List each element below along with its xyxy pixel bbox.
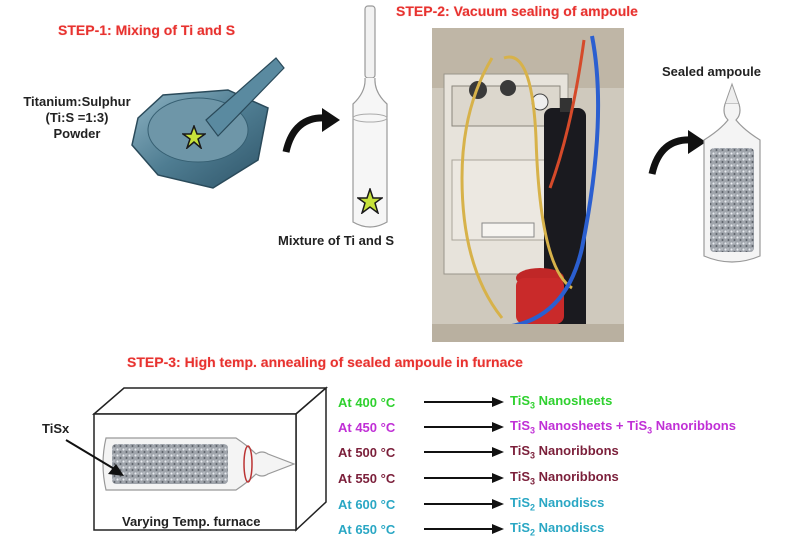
right-arrow-icon — [424, 473, 504, 483]
step2-title: STEP-2: Vacuum sealing of ampoule — [396, 3, 638, 19]
temp-label: At 450 °C — [338, 419, 396, 435]
temp-label: At 500 °C — [338, 444, 396, 460]
right-arrow-icon — [424, 447, 504, 457]
open-ampoule-icon — [352, 5, 388, 228]
temp-label: At 400 °C — [338, 394, 396, 410]
step1-title: STEP-1: Mixing of Ti and S — [58, 22, 236, 38]
powder-label-line1: Titanium:Sulphur — [23, 94, 131, 109]
result-row: At 400 °C TiS3 Nanosheets — [338, 391, 612, 413]
step3-title: STEP-3: High temp. annealing of sealed a… — [127, 354, 523, 370]
right-arrow-icon — [424, 422, 504, 432]
furnace-ampoule-icon — [102, 437, 296, 491]
result-row: At 600 °C TiS2 Nanodiscs — [338, 493, 604, 515]
right-arrow-icon — [424, 524, 504, 534]
product-label: TiS2 Nanodiscs — [510, 495, 605, 513]
tisx-label: TiSx — [42, 421, 70, 436]
mortar-pestle-icon — [131, 57, 285, 189]
right-arrow-icon — [424, 499, 504, 509]
temp-label: At 550 °C — [338, 470, 396, 486]
curved-arrow-icon — [282, 108, 340, 153]
powder-star-icon — [182, 125, 206, 149]
powder-label-line3: Powder — [53, 126, 101, 141]
mixture-label: Mixture of Ti and S — [278, 233, 395, 248]
curved-arrow-icon-2 — [648, 130, 706, 175]
right-arrow-icon — [424, 397, 504, 407]
temp-label: At 650 °C — [338, 521, 396, 537]
temp-label: At 600 °C — [338, 496, 396, 512]
product-label: TiS3 Nanosheets — [510, 393, 613, 411]
product-label: TiS3 Nanoribbons — [510, 469, 619, 487]
vacuum-apparatus-photo — [432, 28, 624, 342]
tisx-pointer-arrow — [65, 439, 124, 476]
product-label: TiS2 Nanodiscs — [510, 520, 605, 538]
sealed-ampoule-label: Sealed ampoule — [662, 64, 761, 79]
result-row: At 650 °C TiS2 Nanodiscs — [338, 518, 604, 540]
furnace-label: Varying Temp. furnace — [122, 514, 261, 529]
product-label: TiS3 Nanoribbons — [510, 443, 619, 461]
result-row: At 550 °C TiS3 Nanoribbons — [338, 467, 619, 489]
result-row: At 500 °C TiS3 Nanoribbons — [338, 441, 619, 463]
product-label: TiS3 Nanosheets + TiS3 Nanoribbons — [510, 418, 736, 436]
powder-label-line2: (Ti:S =1:3) — [45, 110, 109, 125]
sealed-ampoule-icon — [703, 82, 761, 263]
result-row: At 450 °C TiS3 Nanosheets + TiS3 Nanorib… — [338, 416, 736, 438]
mixture-star-icon — [357, 188, 383, 214]
